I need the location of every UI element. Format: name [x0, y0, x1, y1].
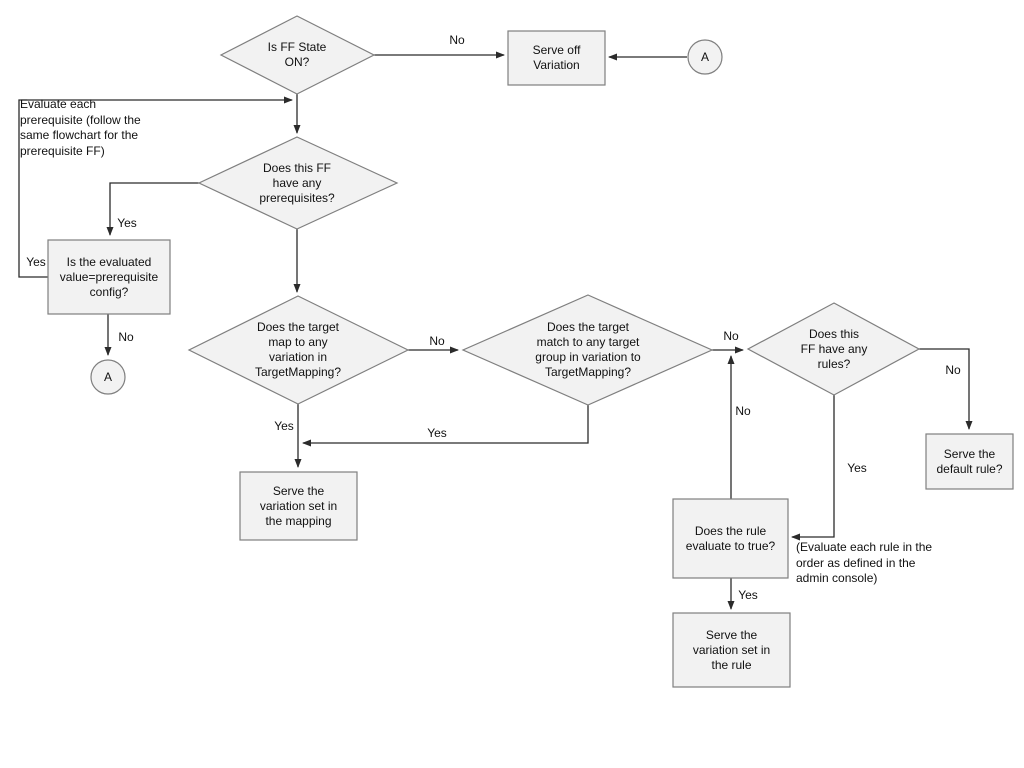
edge-label-prereq-yes: Yes [117, 216, 137, 230]
edge-rules-yes [791, 395, 835, 541]
edge-evaluated-yes-loop [18, 96, 293, 278]
process-serve-mapping-shape [239, 471, 358, 541]
edge-rules-no [919, 348, 973, 430]
connector-a-left-label: A [103, 369, 112, 384]
edges [18, 51, 973, 610]
process-rule-evaluates-label: Does the rule evaluate to true? [685, 523, 776, 553]
edge-label-group-yes: Yes [427, 426, 447, 440]
process-serve-mapping-label: Serve the variation set in the mapping [259, 483, 338, 528]
connector-a-left-shape [90, 359, 126, 395]
edge-label-group-no: No [723, 329, 739, 343]
decision-is-ff-state-on-label: Is FF State ON? [267, 40, 327, 69]
edge-label-mapping-no: No [429, 334, 445, 348]
decision-is-ff-state-on-shape [219, 15, 376, 95]
decision-target-group-label: Does the target match to any target grou… [535, 320, 641, 379]
edge-label-evaluated-no: No [118, 330, 134, 344]
process-rule-evaluates-shape [672, 498, 789, 579]
note-evaluate-rules: (Evaluate each rule in the order as defi… [796, 540, 933, 585]
decision-has-prerequisites-shape [197, 136, 399, 230]
decision-target-maps-label: Does the target map to any variation in … [254, 320, 342, 379]
edge-label-rules-no: No [945, 363, 961, 377]
process-serve-off-variation-shape [507, 30, 606, 86]
edge-label-rule-eval-no: No [735, 404, 751, 418]
edge-label-loop-yes: Yes [26, 255, 46, 269]
process-evaluated-value-label: Is the evaluated value=prerequisite conf… [59, 254, 159, 299]
decision-target-maps-shape [187, 295, 410, 405]
decision-has-rules-label: Does this FF have any rules? [800, 326, 868, 371]
process-evaluated-value-shape [47, 239, 171, 315]
connector-a-top-shape [687, 39, 723, 75]
edge-label-ff-state-no: No [449, 33, 465, 47]
decision-target-group-shape [461, 294, 714, 406]
note-evaluate-prerequisite: Evaluate each prerequisite (follow the s… [20, 97, 141, 158]
process-serve-default-rule-shape [925, 433, 1014, 490]
process-serve-off-variation-label: Serve off Variation [532, 43, 581, 72]
process-serve-default-rule-label: Serve the default rule? [936, 446, 1003, 476]
edge-label-rules-yes: Yes [847, 461, 867, 475]
edge-label-rule-eval-yes: Yes [738, 588, 758, 602]
edge-group-yes [302, 405, 589, 447]
edge-prereq-yes [106, 182, 199, 236]
nodes [47, 15, 1014, 688]
process-serve-rule-label: Serve the variation set in the rule [692, 627, 771, 672]
decision-has-prerequisites-label: Does this FF have any prerequisites? [259, 160, 335, 205]
decision-has-rules-shape [746, 302, 921, 396]
connector-a-top-label: A [700, 49, 709, 64]
process-serve-rule-shape [672, 612, 791, 688]
edge-label-mapping-yes: Yes [274, 419, 294, 433]
